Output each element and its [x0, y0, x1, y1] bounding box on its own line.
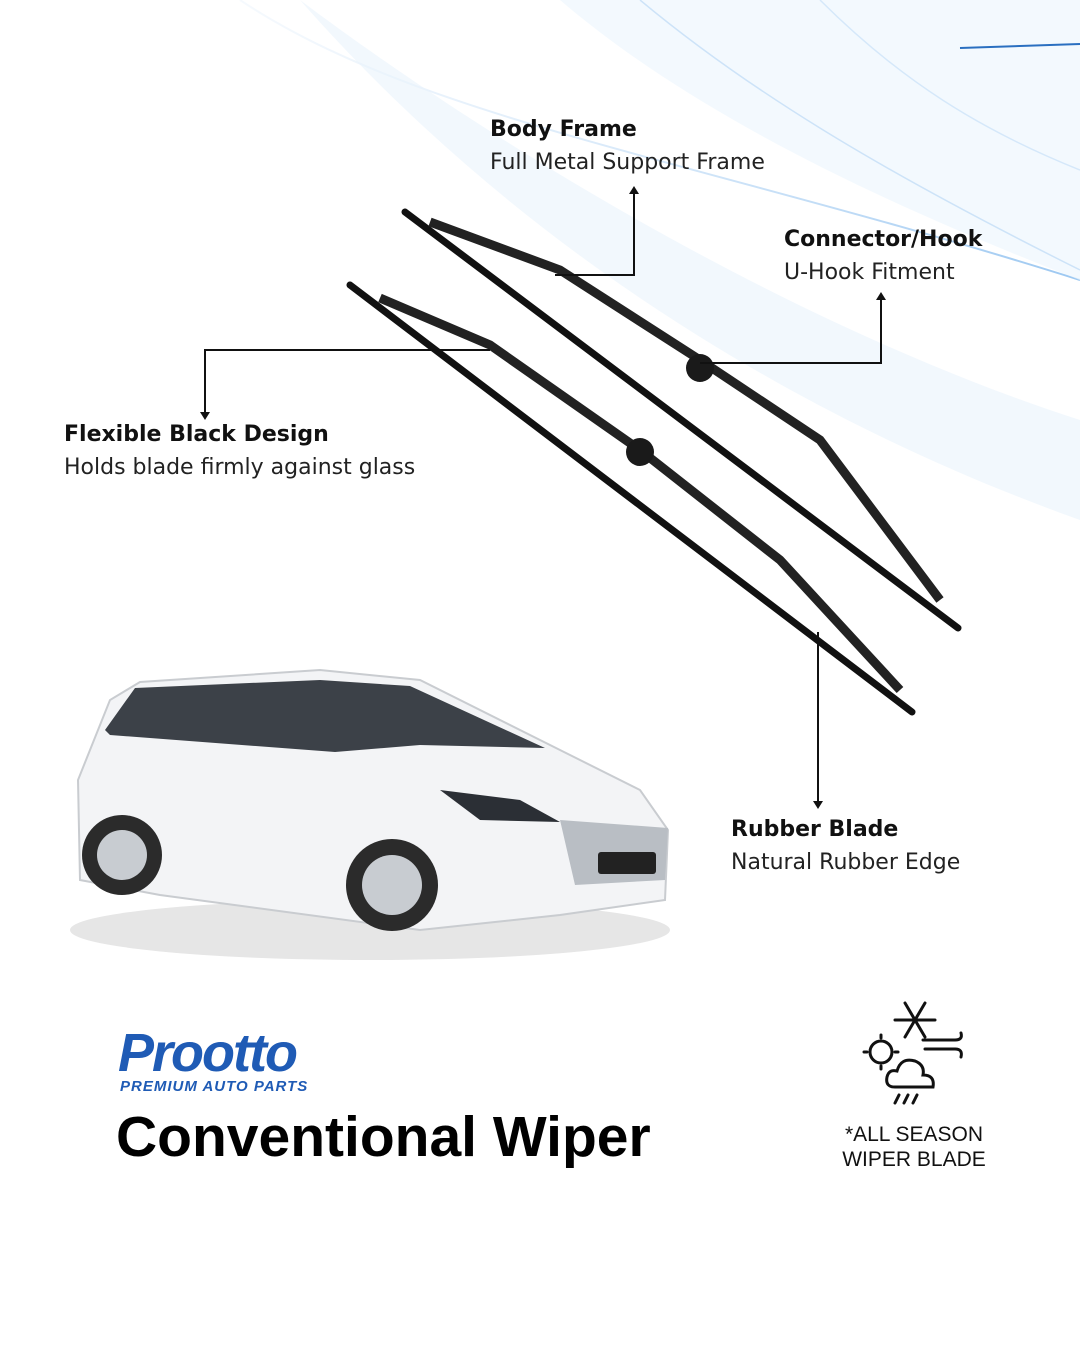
season-line-2: WIPER BLADE: [842, 1148, 986, 1171]
callout-subtitle: U-Hook Fitment: [784, 260, 955, 285]
season-badge-text: *ALL SEASON WIPER BLADE: [824, 1122, 1004, 1172]
car-image: [70, 668, 670, 960]
all-weather-icon: [862, 1001, 963, 1105]
leader-lines: [204, 192, 882, 803]
brand-tagline: PREMIUM AUTO PARTS: [120, 1078, 309, 1095]
product-title: Conventional Wiper: [116, 1105, 651, 1169]
callout-subtitle: Holds blade firmly against glass: [64, 455, 416, 480]
callout-rubber: Rubber Blade Natural Rubber Edge: [731, 814, 960, 880]
callout-body-frame: Body Frame Full Metal Support Frame: [490, 114, 765, 180]
callout-title: Rubber Blade: [731, 817, 899, 842]
callout-title: Connector/Hook: [784, 227, 983, 252]
callout-title: Flexible Black Design: [64, 422, 329, 447]
callout-subtitle: Full Metal Support Frame: [490, 150, 765, 175]
callout-subtitle: Natural Rubber Edge: [731, 850, 961, 875]
season-line-1: *ALL SEASON: [844, 1123, 984, 1146]
callout-connector: Connector/Hook U-Hook Fitment: [784, 224, 982, 290]
brand-logo: Prootto: [118, 1023, 298, 1083]
callout-flexible: Flexible Black Design Holds blade firmly…: [64, 419, 415, 485]
wiper-blade-upper: [401, 208, 962, 632]
callout-title: Body Frame: [490, 117, 637, 142]
